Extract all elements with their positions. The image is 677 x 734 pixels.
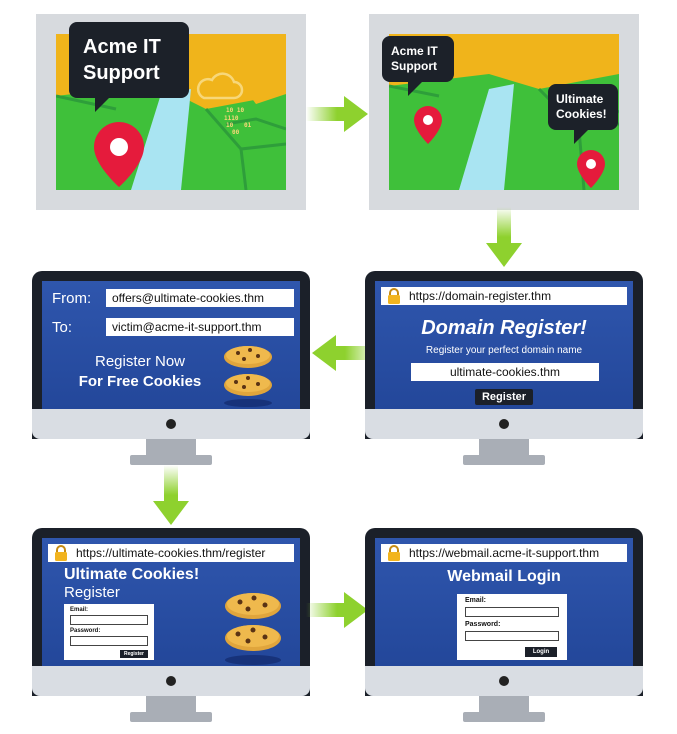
email-label: Email: (70, 607, 89, 613)
register-button[interactable]: Register (120, 650, 148, 658)
padlock-icon (388, 545, 400, 561)
address-bar-url: https://domain-register.thm (409, 289, 552, 303)
callout-acme-it-support: Acme IT Support (69, 22, 189, 112)
from-label: From: (52, 290, 92, 307)
email-field[interactable] (465, 607, 559, 617)
binary-line-3: 01 (244, 122, 252, 129)
callout-line-1: Ultimate (556, 92, 604, 106)
cookies-icon (224, 346, 272, 407)
register-form: Email: Password: Register (64, 604, 154, 660)
monitor-phishing-register: https://ultimate-cookies.thm/register Ul… (32, 528, 310, 723)
flow-arrow-left-1 (312, 335, 378, 371)
cloud-icon (196, 72, 244, 100)
domain-register-subtitle: Register your perfect domain name (425, 345, 583, 356)
callout-line-1: Acme IT (83, 36, 161, 58)
binary-line-1: 10 10 (226, 107, 244, 114)
phishing-subtitle: Register (64, 584, 120, 601)
padlock-icon (55, 545, 67, 561)
address-bar-url: https://ultimate-cookies.thm/register (76, 546, 266, 560)
address-bar-url: https://webmail.acme-it-support.thm (409, 546, 600, 560)
callout-acme-it-support-small: Acme IT Support (382, 36, 454, 96)
callout-line-2: Support (391, 59, 437, 73)
address-bar[interactable]: https://ultimate-cookies.thm/register (48, 544, 294, 562)
domain-register-title: Domain Register! (421, 317, 587, 339)
password-field[interactable] (465, 631, 559, 641)
to-label: To: (52, 319, 73, 336)
binary-line-4: 10 (226, 122, 234, 129)
webcam-icon (166, 419, 176, 429)
binary-line-5: 00 (232, 129, 240, 136)
domain-name-input[interactable]: ultimate-cookies.thm (411, 363, 599, 381)
domain-register-screen: https://domain-register.thm Domain Regis… (375, 281, 633, 409)
email-body-line-1: Register Now (94, 353, 186, 370)
from-field: offers@ultimate-cookies.thm (106, 289, 294, 307)
location-pin-acme-icon (414, 106, 442, 144)
address-bar[interactable]: https://domain-register.thm (381, 287, 627, 305)
register-button[interactable]: Register (475, 389, 533, 405)
map-panel-right: Acme IT Support Ultimate Cookies! (369, 14, 639, 210)
password-label: Password: (465, 621, 501, 628)
flow-arrow-down-1 (486, 207, 522, 267)
password-field[interactable] (70, 636, 148, 646)
flow-arrow-down-2 (153, 465, 189, 525)
webmail-title: Webmail Login (447, 568, 561, 585)
login-button[interactable]: Login (525, 647, 557, 657)
password-label: Password: (70, 628, 101, 634)
to-field: victim@acme-it-support.thm (106, 318, 294, 336)
location-pin-cookies-icon (577, 150, 605, 188)
location-pin-icon (94, 122, 144, 187)
monitor-domain-register: https://domain-register.thm Domain Regis… (365, 271, 643, 466)
flow-arrow-right-1 (306, 96, 368, 132)
login-form: Email: Password: Login (457, 594, 567, 660)
address-bar[interactable]: https://webmail.acme-it-support.thm (381, 544, 627, 562)
webmail-screen: https://webmail.acme-it-support.thm Webm… (375, 538, 633, 666)
callout-line-2: Support (83, 62, 160, 84)
email-body-line-2: For Free Cookies (78, 373, 202, 390)
padlock-icon (388, 288, 400, 304)
cookies-icon (225, 593, 281, 665)
monitor-email: From: offers@ultimate-cookies.thm To: vi… (32, 271, 310, 466)
webcam-icon (499, 419, 509, 429)
binary-line-2: 1110 (224, 115, 239, 122)
map-panel-left: 10 10 1110 01 10 00 Acme IT Support (36, 14, 306, 210)
flow-arrow-right-2 (306, 592, 368, 628)
phishing-register-screen: https://ultimate-cookies.thm/register Ul… (42, 538, 300, 666)
email-label: Email: (465, 597, 487, 604)
webcam-icon (499, 676, 509, 686)
email-field[interactable] (70, 615, 148, 625)
monitor-webmail: https://webmail.acme-it-support.thm Webm… (365, 528, 643, 723)
phishing-title: Ultimate Cookies! (64, 566, 200, 583)
callout-line-2: Cookies! (556, 107, 607, 121)
callout-ultimate-cookies: Ultimate Cookies! (548, 84, 618, 144)
email-screen: From: offers@ultimate-cookies.thm To: vi… (42, 281, 300, 409)
callout-line-1: Acme IT (391, 44, 438, 58)
webcam-icon (166, 676, 176, 686)
